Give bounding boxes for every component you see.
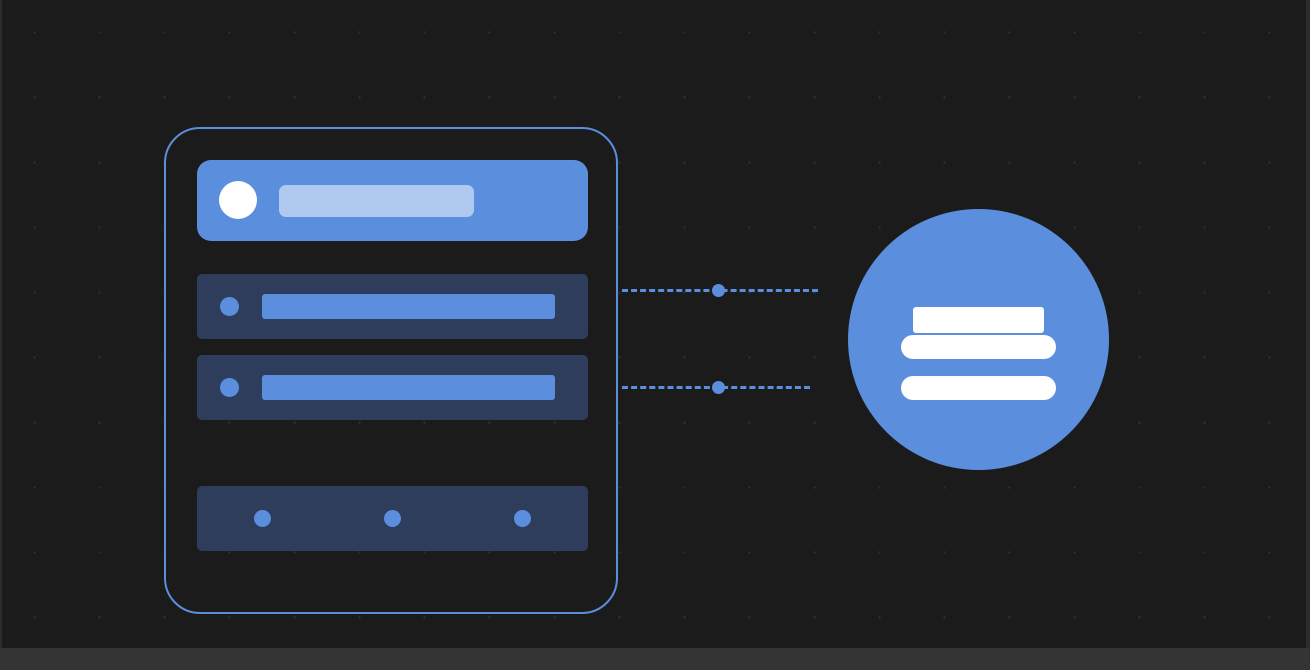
app-header-card <box>197 160 588 241</box>
app-frame <box>164 127 618 614</box>
avatar-circle-icon <box>219 181 257 219</box>
nav-dot-icon <box>254 510 271 527</box>
database-stack-icon <box>913 307 1044 333</box>
list-row <box>197 274 588 339</box>
database-node <box>848 209 1109 470</box>
database-layer <box>901 335 1056 359</box>
bottom-nav-bar <box>197 486 588 551</box>
connector-node <box>712 381 725 394</box>
list-row <box>197 355 588 420</box>
nav-dot-icon <box>514 510 531 527</box>
row-text-placeholder <box>262 375 555 400</box>
connector-node <box>712 284 725 297</box>
row-text-placeholder <box>262 294 555 319</box>
nav-dot-icon <box>384 510 401 527</box>
header-title-placeholder <box>279 185 474 217</box>
bullet-dot-icon <box>220 297 239 316</box>
bottom-status-bar <box>0 648 1310 670</box>
bullet-dot-icon <box>220 378 239 397</box>
database-layer <box>901 376 1056 400</box>
